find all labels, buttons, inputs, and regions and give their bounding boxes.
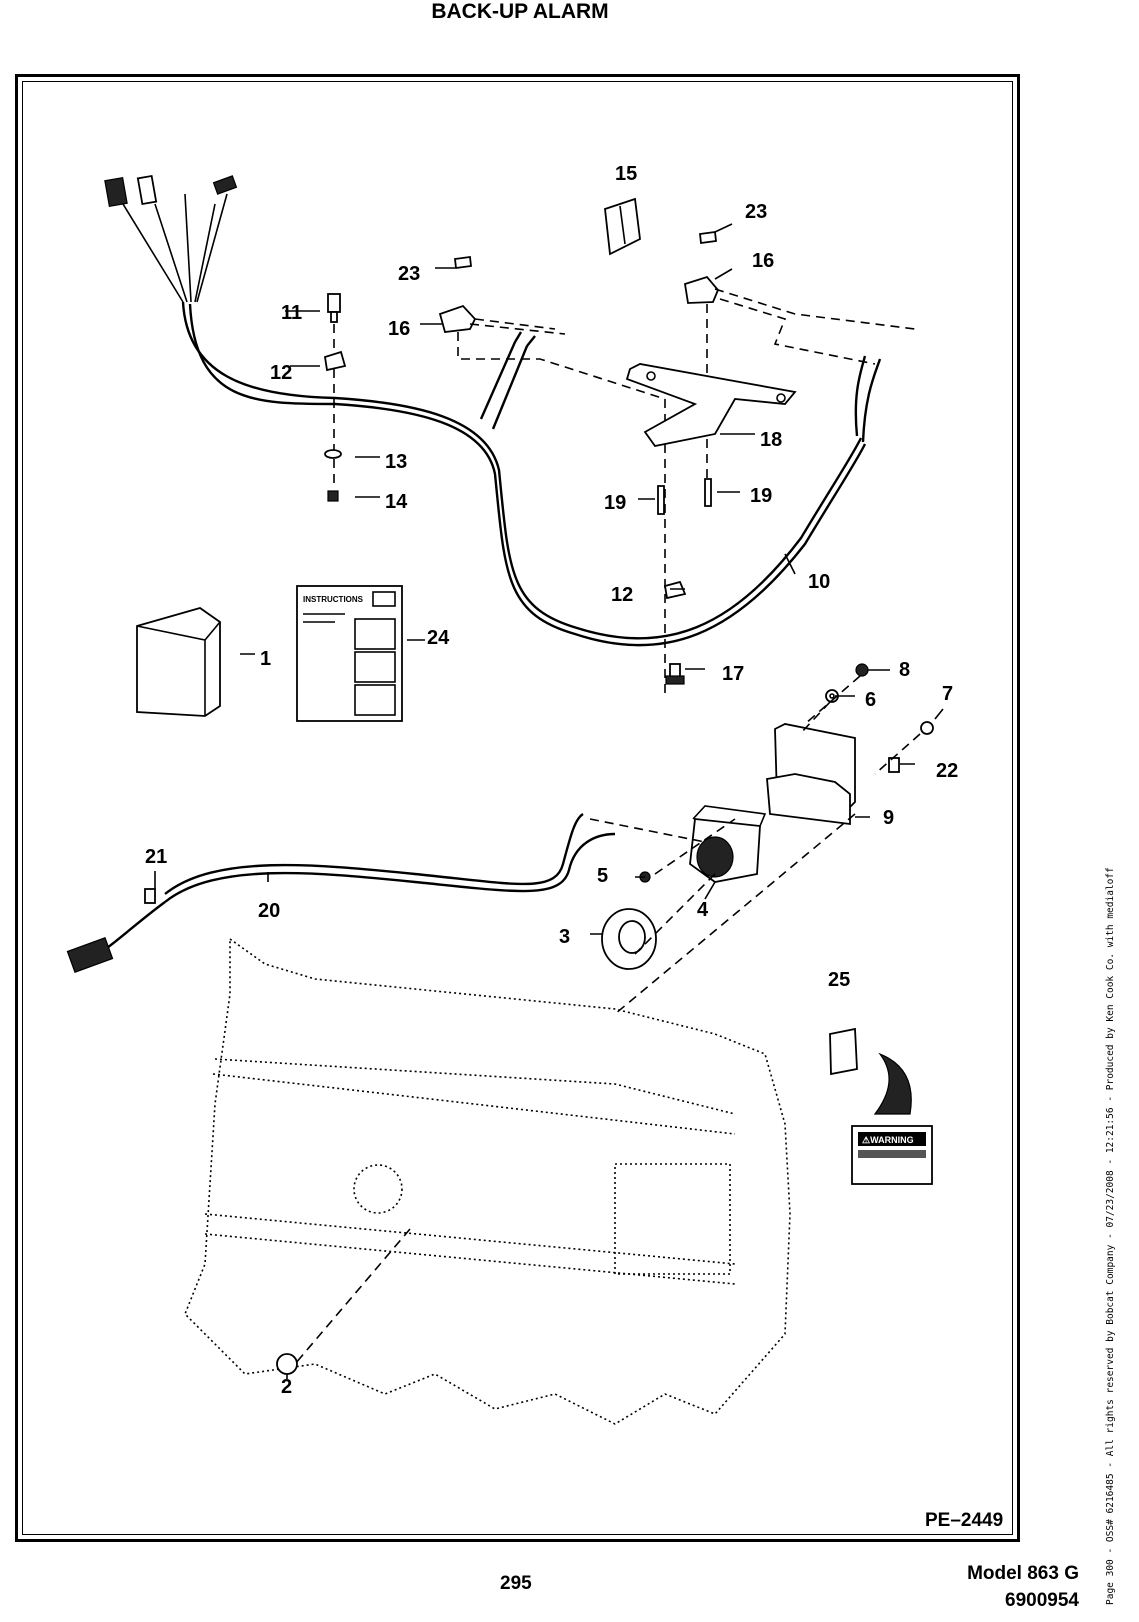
callout-label: 16 bbox=[752, 250, 774, 272]
screw-19-left bbox=[657, 485, 665, 515]
callout-label: 12 bbox=[270, 362, 292, 384]
bolt-17 bbox=[665, 663, 685, 685]
callout-label: 12 bbox=[611, 584, 633, 606]
callout-label: 11 bbox=[281, 302, 302, 324]
callout-label: 15 bbox=[615, 163, 637, 185]
alarm-bracket-9 bbox=[766, 723, 856, 826]
warning-label: ⚠WARNING bbox=[862, 1135, 914, 1145]
callout-label: 6 bbox=[865, 689, 876, 711]
clip-22 bbox=[888, 757, 900, 773]
instructions-label: INSTRUCTIONS bbox=[303, 595, 364, 604]
bracket-15 bbox=[604, 197, 641, 256]
callout-label: 21 bbox=[145, 846, 167, 868]
page-number: 295 bbox=[500, 1573, 532, 1594]
kit-box-1 bbox=[136, 607, 221, 717]
callout-label: 7 bbox=[942, 683, 953, 705]
wire-harness-20 bbox=[66, 812, 616, 973]
clip-12-lower bbox=[663, 580, 687, 600]
instructions-sheet-24: INSTRUCTIONS bbox=[296, 585, 403, 722]
callout-label: 13 bbox=[385, 451, 407, 473]
plug-2 bbox=[276, 1353, 298, 1375]
pad-23-left bbox=[454, 255, 472, 270]
side-copyright-note: Page 300 - OSS# 6216485 - All rights res… bbox=[1105, 867, 1116, 1605]
part-number: 6900954 bbox=[1005, 1590, 1079, 1611]
callout-label: 1 bbox=[260, 648, 271, 670]
nut-8 bbox=[855, 663, 869, 677]
callout-label: 14 bbox=[385, 491, 408, 513]
arrow-icon bbox=[873, 1052, 912, 1115]
callout-label: 9 bbox=[883, 807, 894, 829]
callout-label: 23 bbox=[745, 201, 767, 223]
callout-labels: 1 2 3 4 5 6 7 8 9 10 11 12 12 13 14 15 1… bbox=[145, 163, 958, 1398]
callout-label: 19 bbox=[750, 485, 772, 507]
plate-18 bbox=[625, 363, 797, 447]
callout-label: 22 bbox=[936, 760, 958, 782]
nut-7 bbox=[920, 721, 934, 735]
washer-13 bbox=[324, 449, 342, 459]
page-title: BACK-UP ALARM bbox=[431, 0, 609, 23]
callout-label: 2 bbox=[281, 1376, 292, 1398]
decal-25 bbox=[829, 1027, 858, 1076]
warning-decal: ⚠WARNING bbox=[851, 1125, 933, 1185]
washer-6 bbox=[825, 689, 839, 703]
callout-label: 5 bbox=[597, 865, 608, 887]
relay-16-left bbox=[438, 304, 477, 333]
clip-12 bbox=[323, 350, 347, 372]
callout-label: 10 bbox=[808, 571, 830, 593]
callout-label: 19 bbox=[604, 492, 626, 514]
alarm-4 bbox=[689, 805, 767, 883]
figure-code: PE–2449 bbox=[925, 1510, 1004, 1531]
callout-label: 3 bbox=[559, 926, 570, 948]
exploded-parts-diagram: INSTRUCTIONS bbox=[66, 163, 958, 1425]
callout-label: 4 bbox=[697, 899, 709, 921]
model-block: Model 863 G 6900954 bbox=[967, 1560, 1079, 1614]
callout-label: 17 bbox=[722, 663, 744, 685]
nut-14 bbox=[327, 490, 339, 502]
callout-label: 16 bbox=[388, 318, 410, 340]
pad-23-right bbox=[699, 230, 717, 245]
screw-19-right bbox=[704, 478, 712, 507]
model-name: Model 863 G bbox=[967, 1563, 1079, 1584]
machine-rear-panel bbox=[184, 937, 791, 1425]
wire-harness-10 bbox=[104, 174, 882, 647]
relay-16-right bbox=[683, 275, 720, 304]
callout-label: 23 bbox=[398, 263, 420, 285]
callout-label: 18 bbox=[760, 429, 782, 451]
diagram-frame bbox=[15, 74, 1020, 1542]
callout-label: 24 bbox=[427, 627, 450, 649]
callout-label: 8 bbox=[899, 659, 910, 681]
grommet-3 bbox=[601, 908, 657, 970]
callout-label: 20 bbox=[258, 900, 280, 922]
bolt-11 bbox=[327, 293, 341, 323]
callout-label: 25 bbox=[828, 969, 850, 991]
